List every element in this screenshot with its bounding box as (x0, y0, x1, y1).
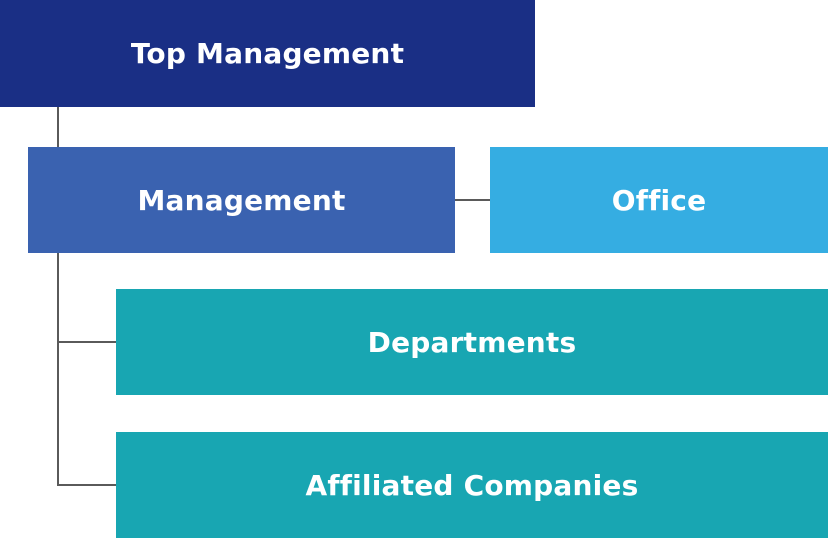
top-management-box: Top Management (0, 0, 535, 107)
management-box: Management (28, 147, 455, 253)
connector-management-to-office (455, 199, 490, 201)
affiliated-companies-label: Affiliated Companies (305, 468, 639, 502)
top-management-label: Top Management (130, 37, 405, 70)
departments-label: Departments (367, 325, 577, 359)
connector-to-departments (57, 341, 116, 343)
connector-management-trunk (57, 253, 59, 486)
office-box: Office (490, 147, 828, 253)
connector-top-to-management (57, 107, 59, 147)
departments-box: Departments (116, 289, 828, 395)
management-label: Management (137, 183, 346, 217)
office-label: Office (611, 183, 707, 217)
affiliated-companies-box: Affiliated Companies (116, 432, 828, 538)
connector-to-affiliated-companies (57, 484, 116, 486)
